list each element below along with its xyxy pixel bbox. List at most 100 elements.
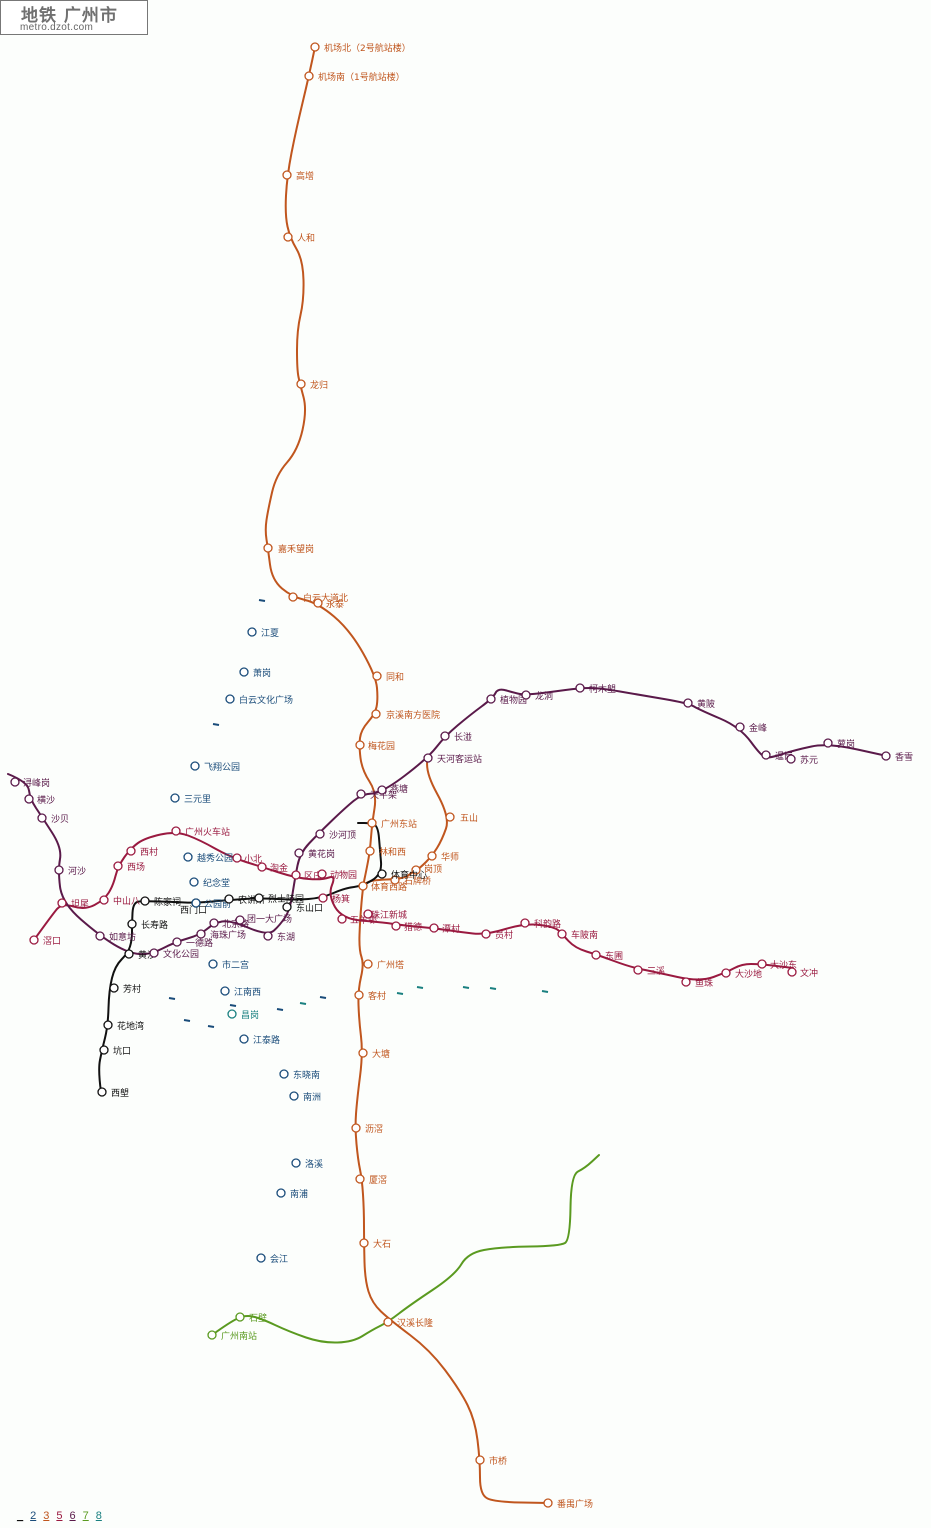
station-marker-icon[interactable] <box>57 898 67 908</box>
station-label[interactable]: 东圃 <box>605 950 623 962</box>
station-marker-icon[interactable] <box>239 667 249 677</box>
metro-line-7[interactable] <box>211 1154 600 1344</box>
station-6[interactable]: 龙洞 <box>521 690 553 702</box>
station-label[interactable]: 南洲 <box>303 1091 321 1103</box>
station-marker-icon[interactable] <box>170 793 180 803</box>
station-label[interactable]: 高增 <box>296 170 314 182</box>
station-label[interactable]: 文化公园 <box>163 948 199 960</box>
station-label[interactable]: 芳村 <box>123 983 141 995</box>
station-6[interactable]: 天平架 <box>356 789 397 801</box>
station-3[interactable]: 机场南（1号航站楼） <box>304 71 405 83</box>
station-5[interactable]: 淘金 <box>257 862 288 874</box>
station-marker-icon[interactable] <box>282 902 292 912</box>
station-label[interactable]: 广州塔 <box>377 959 404 971</box>
station-3[interactable]: 龙归 <box>296 379 328 391</box>
station-6[interactable]: 天河客运站 <box>423 753 482 765</box>
station-2[interactable]: 江泰路 <box>239 1034 280 1046</box>
station-marker-icon[interactable] <box>263 543 273 553</box>
station-marker-icon[interactable] <box>486 694 496 704</box>
station-marker-icon[interactable] <box>196 929 206 939</box>
station-5[interactable]: 中山八 <box>99 895 140 907</box>
station-marker-icon[interactable] <box>391 921 401 931</box>
station-label[interactable]: 客村 <box>368 990 386 1002</box>
station-3[interactable]: 华师 <box>427 851 459 863</box>
station-marker-icon[interactable] <box>365 846 375 856</box>
station-label[interactable]: 文冲 <box>800 967 818 979</box>
station-label[interactable]: 厦滘 <box>369 1175 387 1186</box>
station-marker-icon[interactable] <box>127 919 137 929</box>
station-label[interactable]: 苏元 <box>800 754 818 766</box>
station-marker-icon[interactable] <box>288 592 298 602</box>
station-label[interactable]: 燕塘 <box>390 783 408 795</box>
station-5[interactable]: 科韵路 <box>520 918 561 930</box>
station-label[interactable]: 珠江新城 <box>371 909 407 921</box>
station-marker-icon[interactable] <box>235 1312 245 1322</box>
station-marker-icon[interactable] <box>227 1009 237 1019</box>
station-marker-icon[interactable] <box>191 898 201 908</box>
station-label[interactable]: 越秀公园 <box>197 852 233 864</box>
legend-line-7-link[interactable]: 7 <box>82 1510 89 1522</box>
station-label[interactable]: 滘口 <box>43 936 61 947</box>
station-5[interactable]: 西场 <box>113 861 145 873</box>
station-3[interactable]: 岗顶 <box>411 864 442 875</box>
station-label[interactable]: 一德路 <box>186 937 213 949</box>
station-label[interactable]: 江泰路 <box>253 1034 280 1046</box>
station-marker-icon[interactable] <box>881 751 891 761</box>
station-marker-icon[interactable] <box>423 753 433 763</box>
station-marker-icon[interactable] <box>37 813 47 823</box>
station-marker-icon[interactable] <box>355 740 365 750</box>
station-1[interactable]: 东山口 <box>282 902 323 914</box>
station-2[interactable]: 越秀公园 <box>183 852 233 864</box>
station-label[interactable]: 机场南（1号航站楼） <box>318 71 405 83</box>
station-label[interactable]: 嘉禾望岗 <box>278 543 314 555</box>
station-label[interactable]: 长湴 <box>454 731 472 743</box>
station-marker-icon[interactable] <box>356 789 366 799</box>
station-label[interactable]: 横沙 <box>37 794 55 806</box>
station-3[interactable]: 嘉禾望岗 <box>263 543 314 555</box>
station-marker-icon[interactable] <box>247 627 257 637</box>
legend-line-1-link[interactable]: _ <box>17 1510 24 1522</box>
station-6[interactable]: 萝岗 <box>823 738 855 750</box>
station-2[interactable]: 江南西 <box>220 986 261 998</box>
station-label[interactable]: 广州南站 <box>221 1330 257 1342</box>
station-marker-icon[interactable] <box>823 738 833 748</box>
metro-line-6[interactable] <box>7 687 888 956</box>
station-label[interactable]: 黄花岗 <box>308 848 335 860</box>
station-label[interactable]: 东湖 <box>277 931 295 943</box>
station-2[interactable]: 公园前 <box>191 898 231 910</box>
station-marker-icon[interactable] <box>209 918 219 928</box>
station-label[interactable]: 机场北（2号航站楼） <box>324 42 411 54</box>
station-marker-icon[interactable] <box>310 42 320 52</box>
station-marker-icon[interactable] <box>575 683 585 693</box>
station-3[interactable]: 汉溪长隆 <box>383 1317 433 1329</box>
station-6[interactable]: 东湖 <box>263 931 295 943</box>
station-3[interactable]: 大石 <box>359 1238 391 1250</box>
station-5[interactable]: 鱼珠 <box>681 977 713 989</box>
station-3[interactable]: 同和 <box>372 671 404 683</box>
legend-line-2-link[interactable]: 2 <box>30 1510 37 1522</box>
station-marker-icon[interactable] <box>276 1188 286 1198</box>
station-marker-icon[interactable] <box>358 1048 368 1058</box>
station-label[interactable]: 番禺广场 <box>557 1498 593 1510</box>
station-label[interactable]: 西村 <box>140 846 158 858</box>
station-label[interactable]: 大沙地 <box>735 968 762 980</box>
station-marker-icon[interactable] <box>124 949 134 959</box>
station-marker-icon[interactable] <box>633 965 643 975</box>
station-5[interactable]: 杨箕 <box>318 893 350 905</box>
station-label[interactable]: 车陂南 <box>571 929 598 941</box>
station-5[interactable]: 动物园 <box>317 869 357 881</box>
station-6[interactable]: 沙贝 <box>37 813 69 825</box>
station-1[interactable]: 体育中心 <box>377 869 427 881</box>
station-3[interactable]: 市桥 <box>475 1455 507 1467</box>
station-label[interactable]: 市二宫 <box>222 959 249 971</box>
station-5[interactable]: 三溪 <box>633 965 665 977</box>
station-5[interactable]: 文冲 <box>787 967 818 979</box>
station-marker-icon[interactable] <box>140 896 150 906</box>
station-label[interactable]: 花地湾 <box>117 1020 144 1032</box>
station-label[interactable]: 小北 <box>244 854 262 865</box>
station-5[interactable]: 滘口 <box>29 935 61 947</box>
station-marker-icon[interactable] <box>304 71 314 81</box>
station-label[interactable]: 永泰 <box>326 598 344 610</box>
station-6[interactable]: 黄陂 <box>683 698 715 710</box>
station-5[interactable]: 员村 <box>481 929 513 941</box>
